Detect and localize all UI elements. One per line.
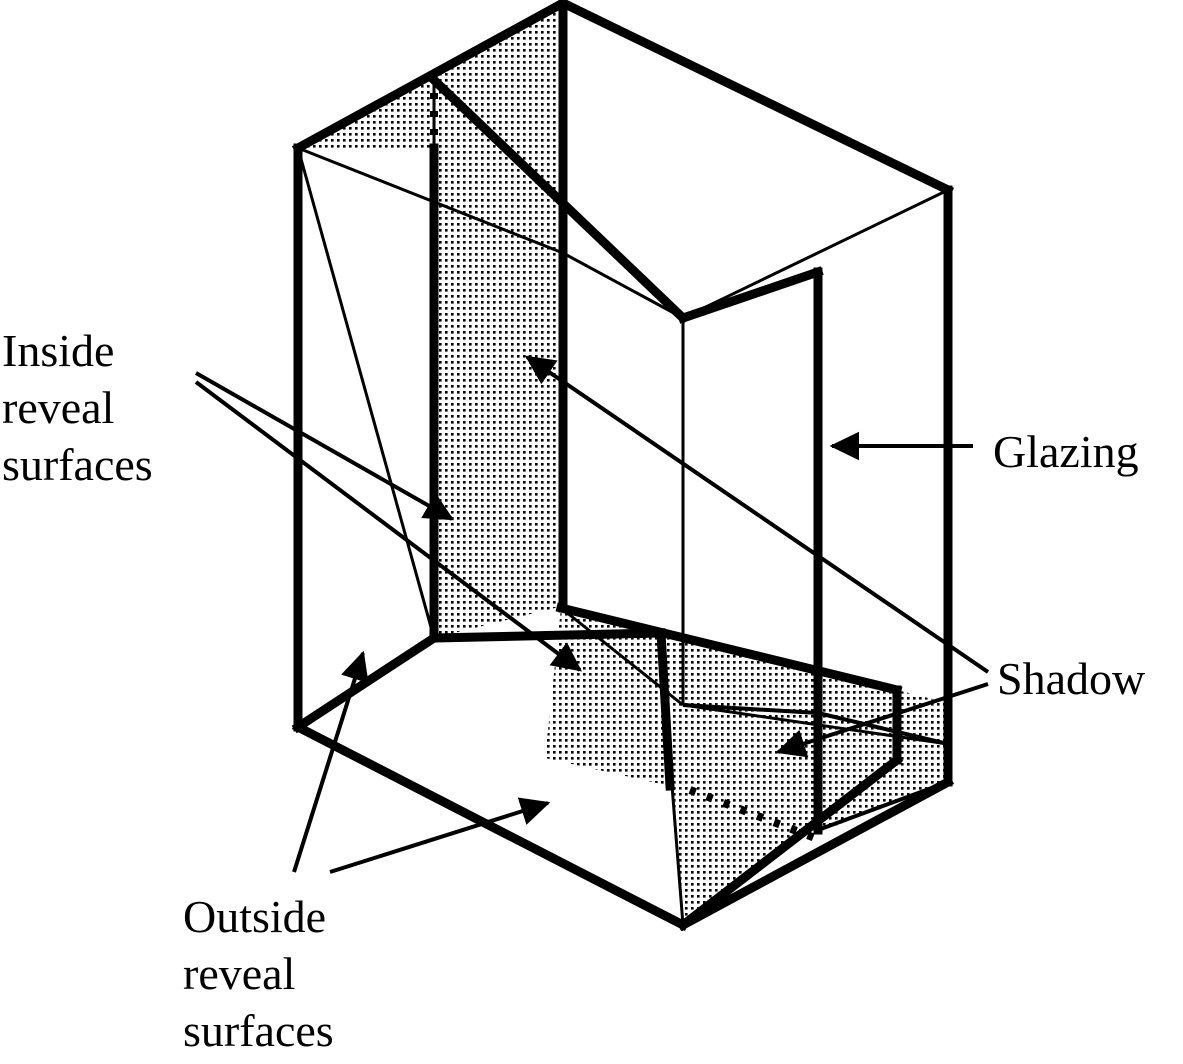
callout-shadow-leaders (525, 355, 990, 758)
edge-sill-lower-front (291, 720, 690, 932)
box-thick-edges (291, 0, 955, 932)
edge-rear-sill-diag-2 (817, 780, 949, 832)
shaded-head-jamb-region (298, 4, 563, 638)
leader-outside-reveal-1 (292, 650, 369, 873)
dotted-shadow-lines (430, 93, 817, 842)
edge-sill-top-back (555, 602, 903, 696)
edge-left-sill-connector (291, 631, 441, 734)
edge-rear-sill-diag-1 (817, 711, 949, 746)
dotted-sill-shadow-line (688, 786, 817, 842)
edge-rear-sill-diag-3 (682, 703, 819, 715)
edge-sill-lower-back (676, 775, 955, 932)
edge-sill-top-front (429, 628, 666, 643)
edge-top-apex-left (291, 0, 570, 155)
leader-inside-reveal-1 (195, 371, 455, 521)
edge-shaded-sill-bottom (676, 753, 904, 932)
leader-shadow-2 (775, 682, 989, 758)
edge-sill-step (656, 628, 675, 791)
leader-inside-reveal-2 (194, 380, 582, 672)
label-outside-reveal-surfaces: Outside reveal surfaces (183, 891, 334, 1056)
label-inside-reveal-surfaces: Inside reveal surfaces (2, 325, 153, 490)
leader-shadow-1 (525, 355, 990, 674)
label-glazing: Glazing (993, 426, 1139, 477)
leader-outside-reveal-2 (329, 797, 551, 874)
edge-glazing-top (677, 266, 824, 324)
edge-inner-back-top (562, 251, 684, 320)
label-shadow: Shadow (997, 653, 1146, 704)
edge-top-apex-right (556, 0, 955, 197)
callout-outside-reveal-leaders (292, 650, 551, 874)
callout-inside-reveal-leaders (194, 371, 582, 672)
edge-head-inner-left (296, 147, 436, 639)
edge-head-reveal-diagonal (427, 73, 690, 325)
edge-inner-top-right (682, 188, 949, 320)
box-rear-thin-edges (682, 703, 949, 832)
